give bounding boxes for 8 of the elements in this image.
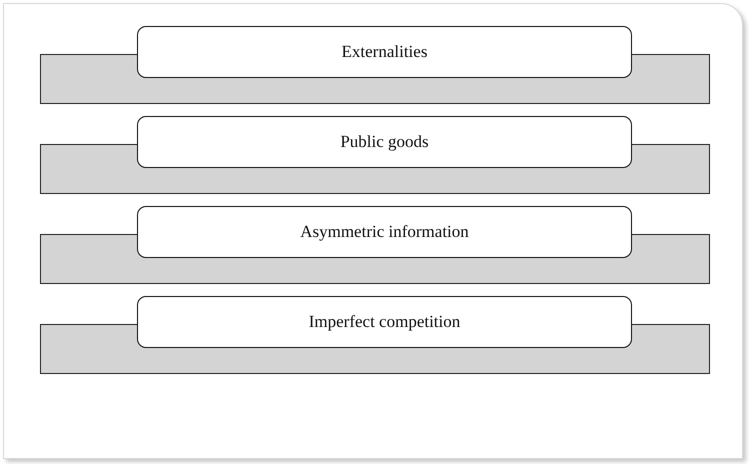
- box-label: Asymmetric information: [300, 222, 469, 242]
- rounded-box: [137, 206, 632, 258]
- rounded-box: [137, 26, 632, 78]
- box-label: Imperfect competition: [308, 312, 460, 332]
- rounded-box: [137, 296, 632, 348]
- rounded-box: [137, 116, 632, 168]
- box-label: Public goods: [340, 132, 429, 152]
- box-label: Externalities: [342, 42, 428, 62]
